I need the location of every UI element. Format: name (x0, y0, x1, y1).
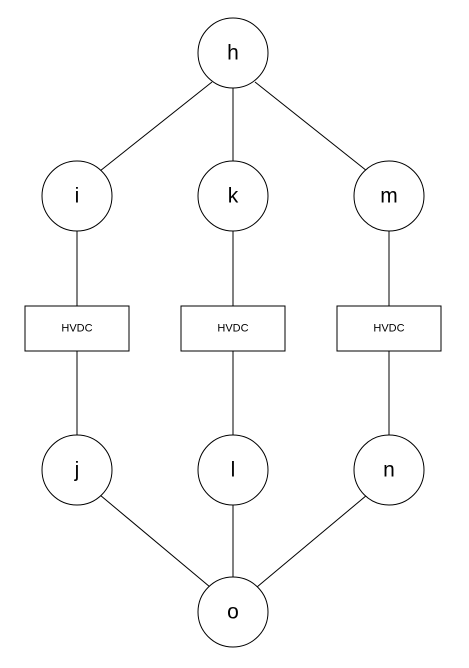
node-h-circle (197, 17, 269, 89)
node-k-circle (197, 160, 269, 232)
node-l: l (197, 434, 269, 506)
node-n-label: n (383, 459, 395, 482)
edges (76, 81, 390, 588)
node-n-circle (353, 434, 425, 506)
node-l-circle (197, 434, 269, 506)
node-o: o (197, 576, 269, 648)
node-i-circle (41, 160, 113, 232)
converter-right-box (336, 305, 442, 352)
node-o-circle (197, 576, 269, 648)
converter-left-box (24, 305, 130, 352)
node-j-label: j (74, 459, 80, 482)
converter-right: HVDC (336, 305, 442, 352)
node-k-label: k (228, 185, 239, 208)
node-m-label: m (380, 185, 398, 208)
node-j-circle (41, 434, 113, 506)
node-h: h (197, 17, 269, 89)
edge-j-o (99, 494, 211, 588)
converter-left-label: HVDC (61, 323, 92, 335)
node-o-label: o (227, 601, 239, 624)
converter-middle: HVDC (180, 305, 286, 352)
node-m: m (353, 160, 425, 232)
node-k: k (197, 160, 269, 232)
edge-h-i (99, 81, 213, 172)
node-i: i (41, 160, 113, 232)
node-j: j (41, 434, 113, 506)
node-l-label: l (231, 459, 236, 482)
node-h-label: h (227, 42, 239, 65)
node-n: n (353, 434, 425, 506)
converter-left: HVDC (24, 305, 130, 352)
node-m-circle (353, 160, 425, 232)
converter-middle-label: HVDC (217, 323, 248, 335)
converter-right-label: HVDC (373, 323, 404, 335)
edge-n-o (256, 494, 368, 588)
node-i-label: i (75, 185, 80, 208)
converter-middle-box (180, 305, 286, 352)
edge-h-m (254, 81, 368, 172)
